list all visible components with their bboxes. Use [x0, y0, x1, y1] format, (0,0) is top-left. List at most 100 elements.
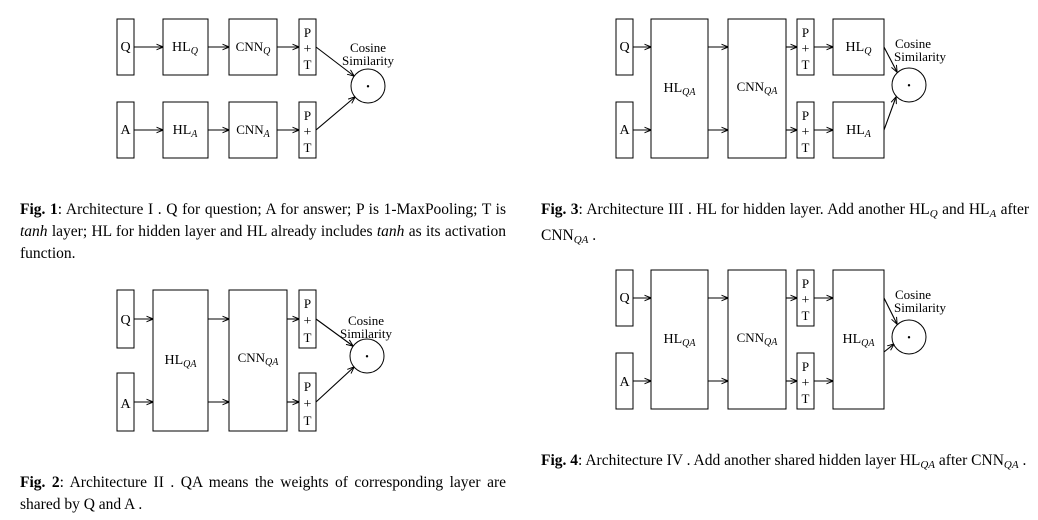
svg-text:Cosine: Cosine — [350, 40, 386, 55]
svg-text:+: + — [802, 293, 810, 308]
svg-text:CNNQA: CNNQA — [238, 350, 280, 368]
cnn-q-node: CNNQ — [228, 18, 278, 76]
input-a-node: A — [615, 352, 634, 410]
figure-3-edges — [633, 47, 897, 130]
svg-text:Cosine: Cosine — [348, 313, 384, 328]
svg-text:T: T — [304, 413, 312, 428]
svg-text:Q: Q — [120, 40, 130, 55]
svg-text:+: + — [304, 42, 312, 57]
svg-text:A: A — [619, 375, 630, 390]
svg-text:Q: Q — [619, 40, 629, 55]
svg-text:+: + — [304, 314, 312, 329]
svg-text:HLQA: HLQA — [164, 353, 197, 370]
svg-text:Cosine: Cosine — [895, 36, 931, 51]
svg-text:•: • — [907, 81, 911, 92]
figure-4-caption: Fig. 4: Architecture IV . Add another sh… — [541, 452, 1027, 471]
figure-1-caption: Fig. 1: Architecture I . Q for question;… — [20, 201, 506, 262]
svg-text:A: A — [619, 123, 630, 138]
svg-text:HLA: HLA — [173, 123, 199, 140]
svg-text:•: • — [365, 352, 369, 363]
cnn-qa-node: CNNQA — [727, 269, 787, 410]
cnn-qa-node: CNNQA — [727, 18, 787, 159]
svg-text:P: P — [802, 276, 809, 291]
svg-text:+: + — [304, 125, 312, 140]
svg-text:P: P — [802, 25, 809, 40]
figure-label: Fig. 4 — [541, 452, 579, 469]
svg-text:Q: Q — [120, 313, 130, 328]
figure-label: Fig. 3 — [541, 201, 579, 218]
hl-qa-node: HLQA — [152, 289, 209, 432]
svg-text:+: + — [304, 397, 312, 412]
svg-text:HLQA: HLQA — [663, 332, 696, 349]
svg-text:T: T — [802, 140, 810, 155]
svg-text:P: P — [304, 379, 311, 394]
input-q-node: Q — [615, 269, 634, 327]
svg-text:T: T — [802, 308, 810, 323]
svg-text:HLQ: HLQ — [846, 40, 873, 57]
svg-text:Similarity: Similarity — [340, 326, 393, 341]
svg-text:HLQA: HLQA — [663, 81, 696, 98]
figure-4-diagram: Q A HLQA CNNQA P + T P + T HLQA — [615, 269, 947, 410]
input-a-node: A — [116, 372, 135, 432]
pool-tanh-a-node: P + T — [298, 372, 317, 432]
svg-text:CNNQ: CNNQ — [236, 39, 271, 57]
figure-label: Fig. 1 — [20, 201, 58, 218]
svg-text:P: P — [304, 296, 311, 311]
svg-text:T: T — [304, 330, 312, 345]
svg-text:HLA: HLA — [846, 123, 872, 140]
pool-tanh-a-node: P + T — [796, 101, 815, 159]
svg-text:T: T — [802, 57, 810, 72]
svg-text:•: • — [366, 82, 370, 93]
input-q-node: Q — [116, 289, 135, 349]
hl-qa-node: HLQA — [650, 18, 709, 159]
pool-tanh-a-node: P + T — [796, 352, 815, 410]
hl-q-node: HLQ — [162, 18, 209, 76]
svg-text:CNNA: CNNA — [236, 122, 270, 140]
svg-text:CNNQA: CNNQA — [737, 79, 779, 97]
svg-text:T: T — [802, 391, 810, 406]
cosine-similarity-node: Cosine Similarity • — [891, 36, 947, 103]
svg-text:P: P — [304, 25, 311, 40]
svg-text:HLQ: HLQ — [172, 40, 199, 57]
figure-3-diagram: Q A HLQA CNNQA P + T P + T HLQ — [615, 18, 947, 159]
svg-text:A: A — [120, 397, 131, 412]
svg-text:•: • — [907, 333, 911, 344]
cosine-similarity-node: Cosine Similarity • — [342, 40, 395, 104]
cosine-similarity-node: Cosine Similarity • — [340, 313, 393, 374]
figure-1-edges — [134, 47, 355, 130]
cnn-a-node: CNNA — [228, 101, 278, 159]
hl-a-node: HLA — [162, 101, 209, 159]
figure-2-edges — [134, 319, 354, 402]
svg-text:+: + — [802, 125, 810, 140]
input-a-node: A — [116, 101, 135, 159]
svg-text:Similarity: Similarity — [894, 49, 947, 64]
svg-text:A: A — [120, 123, 131, 138]
pool-tanh-q-node: P + T — [796, 18, 815, 76]
svg-text:Q: Q — [619, 291, 629, 306]
figure-label: Fig. 2 — [20, 474, 60, 491]
figure-3-caption: Fig. 3: Architecture III . HL for hidden… — [541, 201, 1029, 246]
svg-text:T: T — [304, 57, 312, 72]
svg-text:P: P — [304, 108, 311, 123]
svg-text:Similarity: Similarity — [894, 300, 947, 315]
hl-qa-second-node: HLQA — [832, 269, 885, 410]
svg-text:Cosine: Cosine — [895, 287, 931, 302]
svg-text:+: + — [802, 376, 810, 391]
pool-tanh-q-node: P + T — [298, 18, 317, 76]
svg-text:CNNQA: CNNQA — [737, 330, 779, 348]
figure-4-edges — [633, 298, 897, 381]
svg-text:T: T — [304, 140, 312, 155]
hl-qa-node: HLQA — [650, 269, 709, 410]
cosine-similarity-node: Cosine Similarity • — [891, 287, 947, 355]
pool-tanh-a-node: P + T — [298, 101, 317, 159]
svg-text:+: + — [802, 42, 810, 57]
figure-2-caption: Fig. 2: Architecture II . QA means the w… — [20, 474, 506, 513]
svg-text:P: P — [802, 359, 809, 374]
figure-1-diagram: Q A HLQ HLA CNNQ CNNA P + T — [116, 18, 395, 159]
svg-text:P: P — [802, 108, 809, 123]
figure-2-diagram: Q A HLQA CNNQA P + T P + T Cosine Simil — [116, 289, 393, 432]
input-q-node: Q — [615, 18, 634, 76]
input-q-node: Q — [116, 18, 135, 76]
pool-tanh-q-node: P + T — [796, 269, 815, 327]
